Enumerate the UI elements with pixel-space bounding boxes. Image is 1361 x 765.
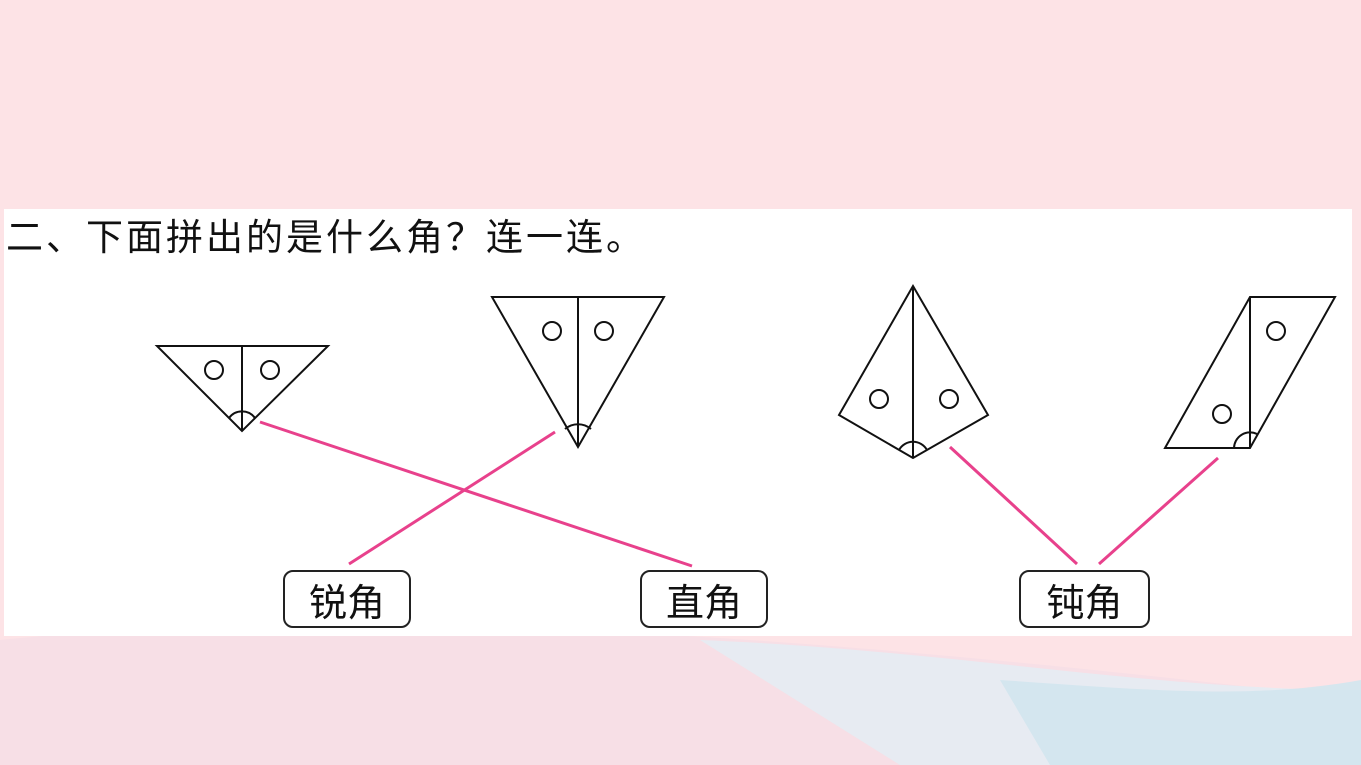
question-panel — [4, 209, 1352, 636]
figure-4-obtuse-angle — [1163, 296, 1337, 449]
question-title: 二、下面拼出的是什么角？连一连。 — [6, 216, 646, 259]
figure-2-acute-angle — [490, 296, 666, 450]
figure-3-obtuse-angle — [837, 284, 990, 460]
label-acute-angle[interactable]: 锐角 — [283, 570, 411, 628]
label-obtuse-angle[interactable]: 钝角 — [1019, 570, 1150, 628]
figure-1-right-angle — [154, 345, 331, 433]
connector-fig4-to-obtuse — [1098, 456, 1219, 566]
connector-fig2-to-acute — [348, 430, 556, 566]
connector-fig1-to-right — [259, 420, 693, 568]
connector-fig3-to-obtuse — [948, 445, 1079, 566]
label-right-angle[interactable]: 直角 — [640, 570, 768, 628]
